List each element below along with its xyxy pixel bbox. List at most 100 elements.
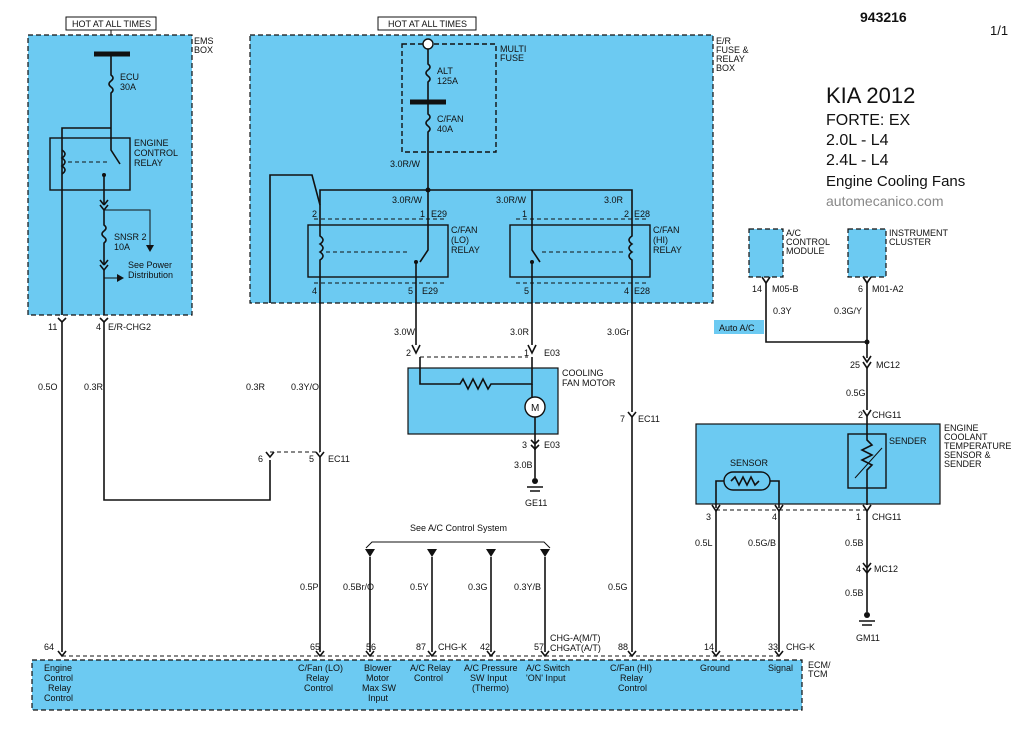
lo-label-1: C/FAN (451, 225, 478, 235)
wire-label-05g-low: 0.5G (608, 582, 628, 592)
module-terminals (761, 276, 872, 285)
conn-ec11-b: EC11 (638, 414, 660, 424)
title-engine-1: 2.0L - L4 (826, 132, 889, 149)
motor-resistor (419, 357, 533, 391)
junction-mc12 (864, 339, 870, 345)
cfan-fuse (425, 102, 431, 190)
ect-label-2: COOLANT (944, 432, 988, 442)
engine-control-relay (49, 137, 131, 191)
wire-label-30rw-r: 3.0R/W (496, 195, 527, 205)
pin-lo-5: 5 (408, 286, 413, 296)
cfan-fuse-label-1: C/FAN (437, 114, 464, 124)
hi-label-3: RELAY (653, 245, 682, 255)
sensor-leads (715, 480, 780, 508)
wire-label-03r-b: 0.3R (246, 382, 266, 392)
ac-module-label-2: CONTROL (786, 237, 830, 247)
title-block: KIA 2012 FORTE: EX 2.0L - L4 2.4L - L4 E… (826, 83, 965, 209)
cfan-lo-relay (307, 224, 449, 278)
ect-label-3: TEMPERATURE (944, 441, 1011, 451)
conn-mc12-b: MC12 (874, 564, 898, 574)
wire-label-30w: 3.0W (394, 327, 416, 337)
ecm-pin-label: SW Input (470, 673, 508, 683)
pin-m-1: 1 (524, 348, 529, 358)
ecu-fuse-label-1: ECU (120, 72, 139, 82)
cfan-hi-relay (509, 224, 651, 278)
ecm-pin-number: 87 (416, 642, 426, 652)
ect-label-4: SENSOR & (944, 450, 991, 460)
ecm-pin-number: 42 (480, 642, 490, 652)
pin-ems-4: 4 (96, 322, 101, 332)
snsr-connector-2 (99, 259, 109, 271)
wire-label-30gr: 3.0Gr (607, 327, 630, 337)
ecm-pin-label: Blower (364, 663, 392, 673)
conn-chg11-a: CHG11 (872, 410, 901, 420)
conn-m05b: M05-B (772, 284, 799, 294)
ground-ge11-label: GE11 (525, 498, 547, 508)
see-ac-label: See A/C Control System (410, 523, 507, 533)
pin-ec-7: 7 (620, 414, 625, 424)
cluster-label-2: CLUSTER (889, 237, 932, 247)
ecm-pin-label: A/C Relay (410, 663, 451, 673)
wire-label-05g: 0.5G (846, 388, 866, 398)
wire-label-05l: 0.5L (695, 538, 713, 548)
ac-arrows (365, 549, 550, 557)
see-power-arrow-1 (146, 245, 154, 252)
hi-switch (531, 215, 541, 263)
wire-label-05bro: 0.5Br/O (343, 582, 374, 592)
ecm-pin-14: 14 Ground (700, 642, 730, 673)
conn-e03-top: E03 (544, 348, 560, 358)
multi-fuse-label-1: MULTI (500, 44, 526, 54)
hot-label-2-frame (377, 16, 477, 31)
ecm-pin-label: Control (44, 693, 73, 703)
sender-label: SENDER (889, 436, 927, 446)
sensor-thermistor (730, 475, 760, 487)
lo-label-2: (LO) (451, 235, 469, 245)
ecm-pin-label: Relay (306, 673, 330, 683)
auto-ac-label: Auto A/C (719, 323, 755, 333)
ecm-pin-57: 57 A/C Switch 'ON' Input (526, 642, 570, 683)
motor-letter: M (531, 403, 539, 414)
alt-fuse-label-2: 125A (437, 76, 458, 86)
diagram-code: 943216 (860, 9, 907, 25)
ecm-pin-42: 42 A/C Pressure SW Input (Thermo) (464, 642, 518, 693)
see-power-branch (104, 209, 151, 245)
ecm-pin-label: Input (368, 693, 389, 703)
pin-hi-4: 4 (624, 286, 629, 296)
conn-chga-2: CHGAT(A/T) (550, 643, 601, 653)
wire-label-30r-top: 3.0R (604, 195, 624, 205)
ecm-pin-label: Control (44, 673, 73, 683)
pin-mc-25: 25 (850, 360, 860, 370)
pin-s-1: 1 (856, 512, 861, 522)
pin-lo-1: 1 (420, 209, 425, 219)
multi-fuse (401, 43, 497, 153)
ecm-pin-label: C/Fan (HI) (610, 663, 652, 673)
conn-e28-top: E28 (634, 209, 650, 219)
ground-ge11-bars (527, 486, 543, 492)
pin-mc-4: 4 (856, 564, 861, 574)
lo-coil (318, 215, 324, 295)
pin-m-2: 2 (406, 348, 411, 358)
see-power-arrow-2 (117, 274, 124, 282)
wire-label-30rw-l: 3.0R/W (392, 195, 423, 205)
sensor-label: SENSOR (730, 458, 769, 468)
snsr-label-1: SNSR 2 (114, 232, 147, 242)
ground-gm11-label: GM11 (856, 633, 880, 643)
ecr-label-1: ENGINE (134, 138, 169, 148)
ecm-pin-label: A/C Switch (526, 663, 570, 673)
ems-box-label-1: EMS (194, 36, 214, 46)
cfan-fuse-label-2: 40A (437, 124, 453, 134)
ecm-pin-label: Max SW (362, 683, 397, 693)
pin-ec-6: 6 (258, 454, 263, 464)
conn-mc12-a: MC12 (876, 360, 900, 370)
snsr-label-2: 10A (114, 242, 130, 252)
wire-label-05gb: 0.5G/B (748, 538, 776, 548)
wire-label-30b: 3.0B (514, 460, 533, 470)
ecr-label-3: RELAY (134, 158, 163, 168)
alt-fuse-label-1: ALT (437, 66, 453, 76)
ecm-pin-88: 88 C/Fan (HI) Relay Control (610, 642, 652, 693)
wire-label-03y: 0.3Y (773, 306, 792, 316)
pin-lo-2: 2 (312, 209, 317, 219)
wire-label-05o: 0.5O (38, 382, 58, 392)
conn-chgk-2: CHG-K (786, 642, 815, 652)
ac-module-label-1: A/C (786, 228, 802, 238)
